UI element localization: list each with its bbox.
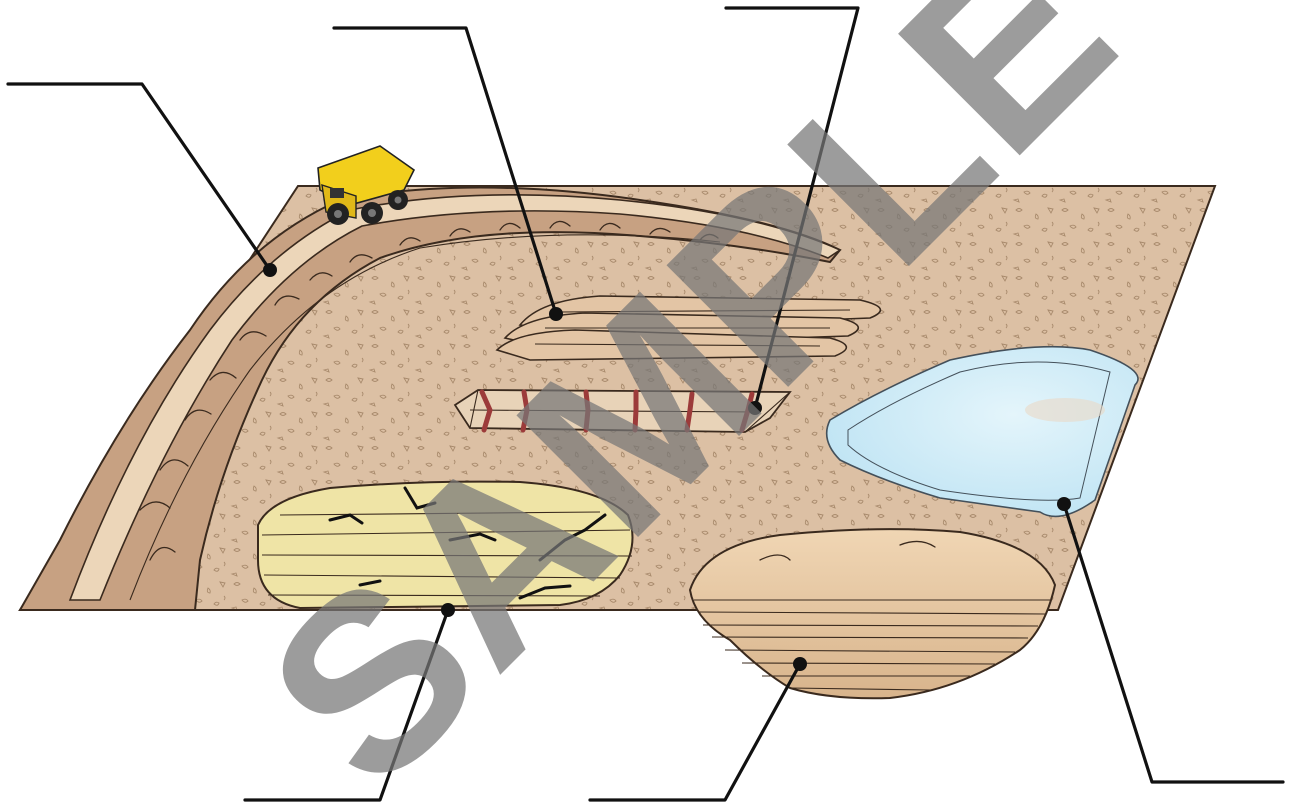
leader-tailings-pond [1064, 504, 1283, 782]
leader-overburden-mound [590, 664, 800, 800]
leader-waste-rock-wall [8, 84, 270, 270]
overburden-mound [690, 529, 1055, 698]
